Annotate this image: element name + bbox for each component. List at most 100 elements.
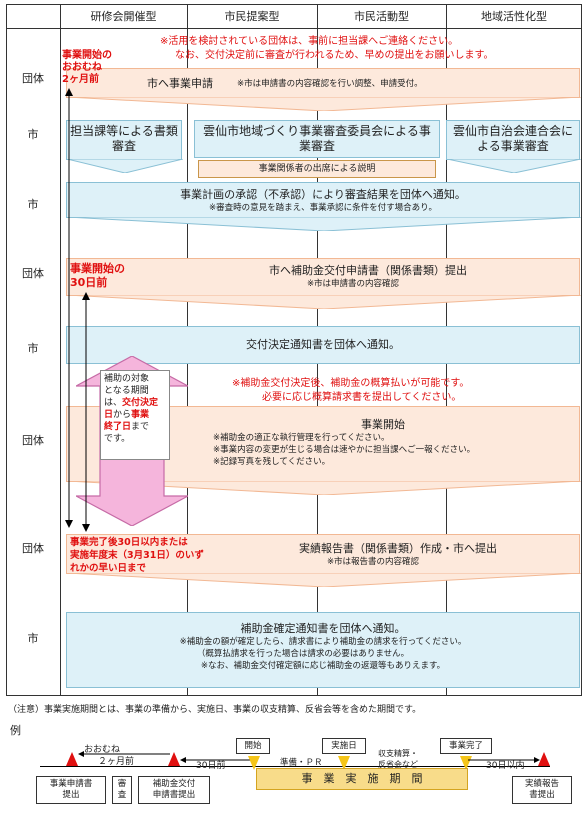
actor-label: 団体	[22, 267, 44, 280]
timing-arrow-left	[65, 88, 73, 528]
step7-title: 実績報告書（関係書類）作成・市へ提出	[299, 542, 497, 555]
example-prep: 準備・ＰＲ	[280, 758, 323, 768]
example-box-report: 実績報告 書提出	[512, 776, 572, 804]
step1-top-note-1: ※活用を検討されている団体は、事前に担当課へご連絡ください。	[160, 36, 459, 47]
example-two-months: ２ヶ月前	[98, 757, 135, 767]
caution-text: （注意）事業実施期間とは、事業の準備から、実施日、事業の収支精算、反省会等を含め…	[8, 705, 422, 715]
step4-box: 市へ補助金交付申請書（関係書類）提出 ※市は申請書の内容確認	[66, 258, 581, 309]
step6-note-1: ※補助金の適正な執行管理を行ってください。	[213, 433, 390, 443]
example-approx: おおむね	[84, 745, 121, 755]
timeline-marker-report	[538, 752, 550, 766]
step4-timing-1: 事業開始の	[70, 262, 125, 275]
example-settle-2: 反省会など	[378, 760, 418, 769]
header-divider	[6, 28, 582, 29]
period-l10: です。	[104, 434, 131, 444]
example-day-box: 実施日	[322, 738, 366, 754]
step3-note: ※審査時の意見を踏まえ、事業承認に条件を付す場合あり。	[209, 203, 437, 213]
step2-right-chevron	[447, 159, 581, 173]
step6-note-2: ※事業内容の変更が生じる場合は速やかに担当課へご一報ください。	[213, 445, 476, 455]
step4-timing-2: 30日前	[70, 276, 108, 289]
step8-note-2: （概算払請求を行った場合は請求の必要はありません。	[196, 649, 410, 659]
timeline-marker-grant	[168, 752, 180, 766]
example-label: 例	[10, 724, 21, 737]
step1-timing-3: 2ヶ月前	[62, 74, 99, 85]
step7-note: ※市は報告書の内容確認	[326, 557, 420, 567]
period-l2: となる期間	[104, 386, 149, 396]
actor-label: 市	[27, 632, 39, 645]
actor-label: 市	[27, 342, 39, 355]
step3-chevron	[67, 217, 581, 231]
actor-label: 団体	[22, 434, 44, 447]
timeline-arrow-within30	[468, 757, 540, 763]
step7-timing-1: 事業完了後30日以内または	[70, 537, 188, 548]
period-l3: は、	[104, 398, 123, 408]
step2-right-text: 雲仙市自治会連合会による事業審査	[452, 124, 573, 153]
step2-center-sub: 事業関係者の出席による説明	[198, 160, 436, 178]
step8-note-1: ※補助金の額が確定したら、請求書により補助金の請求を行ってください。	[179, 637, 467, 647]
period-l1: 補助の対象	[104, 374, 150, 384]
grid-line-0	[60, 4, 61, 696]
step5-red-1: ※補助金交付決定後、補助金の概算払いが可能です。	[232, 378, 470, 389]
period-l6: から	[113, 410, 132, 420]
step1-chevron	[67, 97, 581, 111]
actor-label: 団体	[22, 542, 44, 555]
box-report-line2: 書提出	[529, 790, 555, 800]
timing-arrow-inner	[82, 292, 90, 532]
step5-red-2: 必要に応じ概算請求書を提出してください。	[262, 392, 462, 403]
period-l4: 交付決定	[122, 398, 159, 408]
box-grant-line2: 申請書提出	[152, 790, 196, 800]
example-within30: 30日以内	[486, 761, 525, 771]
actor-label: 市	[27, 198, 39, 211]
header-chiiki: 地域活性化型	[481, 10, 547, 23]
step6-note-3: ※記録写真を残してください。	[213, 457, 331, 467]
step4-note: ※市は申請書の内容確認	[306, 279, 400, 289]
step5-title: 交付決定通知書を団体へ通知。	[246, 338, 400, 351]
timeline-marker-start	[248, 756, 260, 770]
timeline-arrow-two-months	[78, 751, 170, 757]
step1-top-note-2: なお、交付決定前に審査が行われるため、早めの提出をお願いします。	[175, 50, 494, 61]
step2-right-box: 雲仙市自治会連合会による事業審査	[446, 120, 581, 173]
step4-chevron	[67, 295, 581, 309]
step4-title: 市へ補助金交付申請書（関係書類）提出	[269, 264, 467, 277]
step1-timing-1: 事業開始の	[62, 50, 112, 61]
example-thirty-before: 30日前	[196, 761, 226, 771]
step7-timing-3: れかの早い日まで	[70, 563, 147, 574]
example-box-grant: 補助金交付 申請書提出	[138, 776, 210, 804]
period-l7: 事業	[131, 410, 150, 420]
step3-box: 事業計画の承認（不承認）により審査結果を団体へ通知。 ※審査時の意見を踏まえ、事…	[66, 182, 581, 231]
box-report-line1: 実績報告	[524, 779, 559, 789]
period-l9: まで	[131, 422, 150, 432]
step8-title: 補助金確定通知書を団体へ通知。	[240, 622, 406, 635]
header-kenshu: 研修会開催型	[90, 10, 157, 23]
box-apply-line1: 事業申請書	[49, 779, 93, 789]
step3-title: 事業計画の承認（不承認）により審査結果を団体へ通知。	[180, 188, 466, 201]
period-l8: 終了日	[104, 422, 132, 432]
step6-title: 事業開始	[361, 418, 405, 431]
step5-box: 交付決定通知書を団体へ通知。	[66, 326, 580, 364]
period-l5: 日	[104, 410, 114, 420]
step7-box: 実績報告書（関係書類）作成・市へ提出 ※市は報告書の内容確認	[66, 534, 581, 587]
step2-center-box: 雲仙市地域づくり事業審査委員会による事業審査	[194, 120, 440, 158]
box-grant-line1: 補助金交付	[152, 779, 196, 789]
box-apply-line2: 提出	[62, 790, 80, 800]
step2-center-text: 雲仙市地域づくり事業審査委員会による事業審査	[203, 124, 431, 153]
step2-left-text: 担当課等による書類審査	[70, 124, 178, 153]
example-settle-1: 収支精算・	[378, 749, 418, 758]
step7-timing-2: 実施年度末（3月31日）のいず	[70, 550, 204, 561]
timeline-arrow-thirty-before	[180, 757, 254, 763]
box-review-line1: 審	[117, 779, 127, 789]
step2-left-chevron	[67, 159, 183, 173]
example-start-box: 開始	[236, 738, 270, 754]
example-complete-box: 事業完了	[440, 738, 492, 754]
step1-box: 市へ事業申請 ※市は申請書の内容確認を行い調整、申請受付。	[66, 68, 581, 111]
timeline-marker-day	[338, 756, 350, 770]
step7-chevron	[67, 573, 581, 587]
period-textbox: 補助の対象 となる期間 は、交付決定 日から事業 終了日まで です。	[100, 370, 170, 460]
step8-box: 補助金確定通知書を団体へ通知。 ※補助金の額が確定したら、請求書により補助金の請…	[66, 612, 580, 688]
example-box-review: 審 査	[112, 776, 132, 804]
timeline-marker-apply	[66, 752, 78, 766]
step8-note-3: ※なお、補助金交付確定額に応じ補助金の返還等もありえます。	[200, 661, 446, 671]
actor-label: 団体	[22, 72, 44, 85]
example-box-apply: 事業申請書 提出	[36, 776, 106, 804]
box-review-line2: 査	[117, 790, 127, 800]
